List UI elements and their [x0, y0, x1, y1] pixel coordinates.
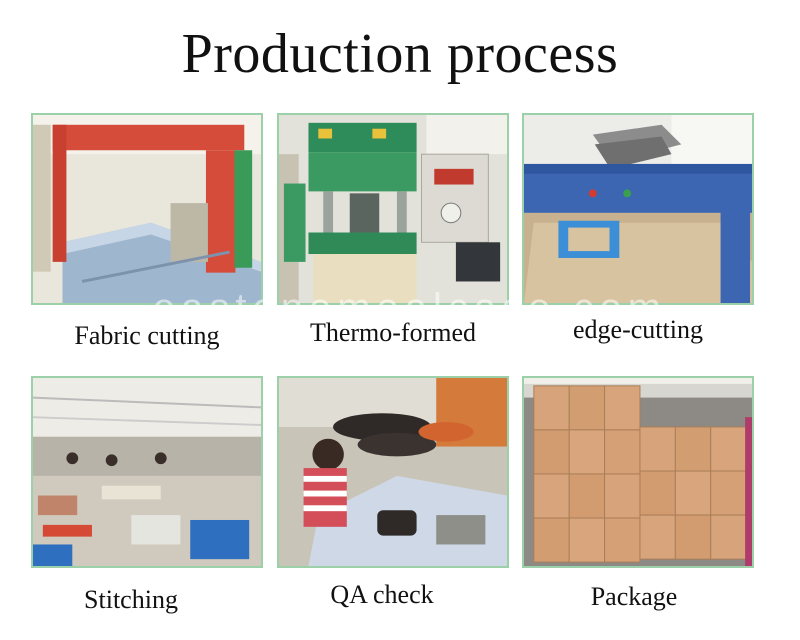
caption-package: Package — [590, 582, 678, 611]
page-title: Production process — [181, 23, 619, 85]
caption-edge-cutting: edge-cutting — [573, 315, 703, 344]
caption-stitching: Stitching — [84, 585, 178, 614]
photo-thermo-formed — [277, 113, 509, 305]
photo-fabric-cutting — [31, 113, 263, 305]
caption-qa-check: QA check — [330, 580, 434, 609]
photo-qa-check — [277, 376, 509, 568]
caption-thermo-formed: Thermo-formed — [309, 318, 477, 347]
photo-package — [522, 376, 754, 568]
caption-fabric-cutting: Fabric cutting — [74, 321, 220, 350]
photo-stitching — [31, 376, 263, 568]
photo-edge-cutting — [522, 113, 754, 305]
